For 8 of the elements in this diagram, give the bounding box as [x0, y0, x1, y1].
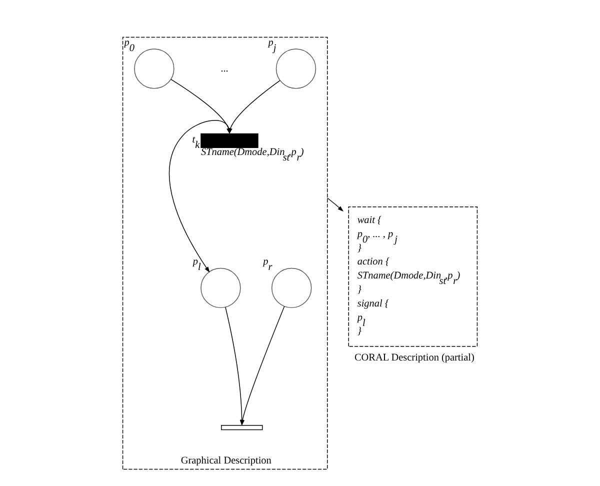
- cluster: [122, 36, 328, 470]
- node-circle: [272, 268, 312, 308]
- node-label: CORAL Description (partial): [354, 352, 474, 364]
- node-circle: [134, 48, 174, 89]
- label: ...: [220, 63, 228, 74]
- arrow: [327, 198, 344, 212]
- node-circle: [276, 48, 316, 89]
- node-label: Graphical Description: [180, 456, 272, 466]
